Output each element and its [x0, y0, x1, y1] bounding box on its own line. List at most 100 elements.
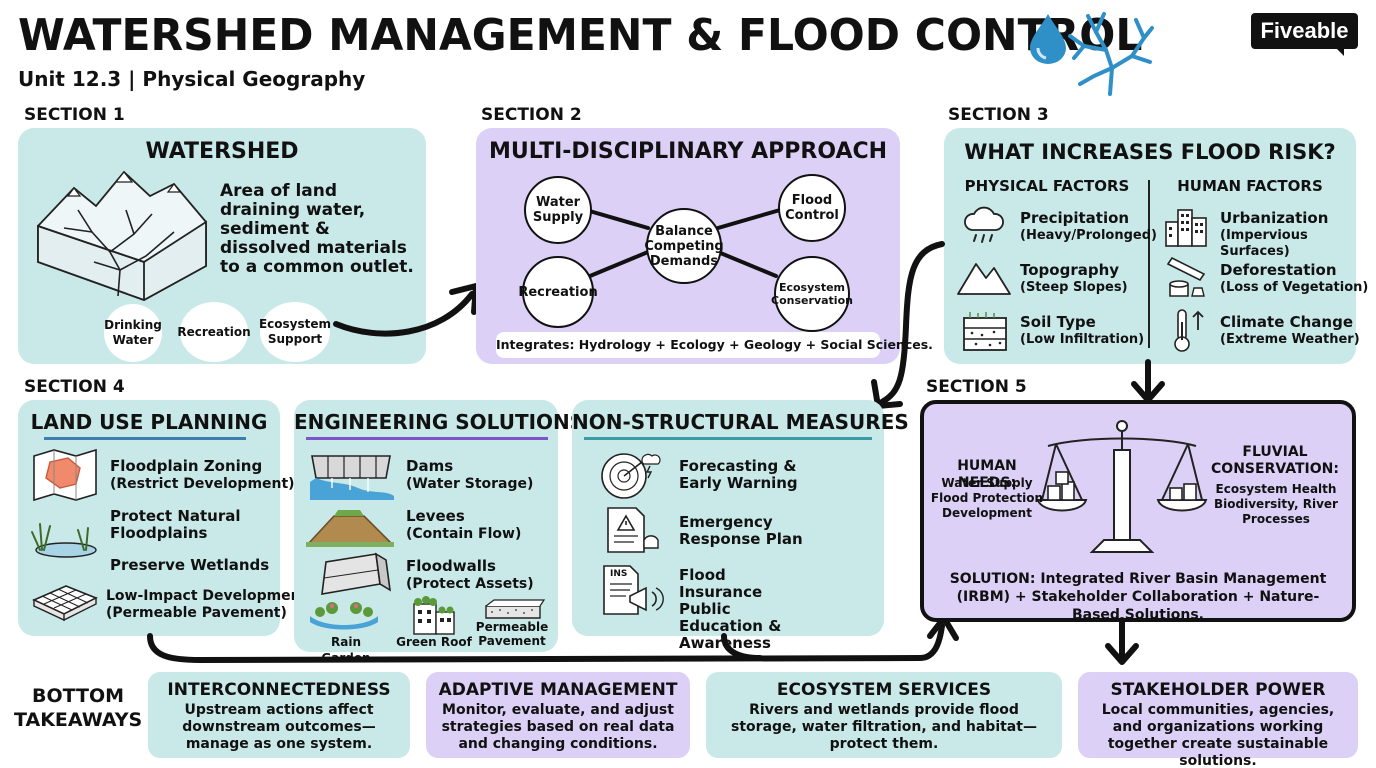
urbanization-sub: (Impervious Surfaces) — [1220, 228, 1308, 259]
human-needs-list: Water Supply Flood Protection Developmen… — [930, 476, 1044, 520]
precipitation-sub: (Heavy/Prolonged) — [1020, 228, 1157, 243]
floodplain-zoning-label: Floodplain Zoning — [110, 457, 263, 475]
urbanization-label: Urbanization — [1220, 209, 1329, 227]
adaptive-body: Monitor, evaluate, and adjust strategies… — [441, 702, 675, 752]
city-buildings-icon — [1165, 209, 1207, 247]
ecosystem-services-title: ECOSYSTEM SERVICES — [776, 680, 992, 700]
section-5-label: SECTION 5 — [926, 377, 1027, 397]
wetland-grass-icon — [31, 523, 97, 558]
balance-panel — [920, 400, 1356, 622]
section-2-label: SECTION 2 — [481, 105, 582, 125]
bottom-takeaways-label: BOTTOM TAKEAWAYS — [14, 685, 143, 731]
human-needs-title: HUMAN NEEDS: — [957, 458, 1017, 491]
land-use-title: LAND USE PLANNING — [30, 410, 268, 434]
levees-sub: (Contain Flow) — [406, 526, 522, 542]
permeable-pavement-small-icon — [485, 599, 546, 619]
flood-risk-panel — [944, 128, 1356, 364]
watershed-title: WATERSHED — [145, 139, 299, 164]
section-1-label: SECTION 1 — [24, 105, 125, 125]
takeaway-ecosystem — [706, 672, 1062, 758]
integrates-banner: Integrates: Hydrology + Ecology + Geolog… — [496, 332, 933, 358]
topography-label: Topography — [1020, 261, 1120, 279]
takeaway-interconnectedness — [148, 672, 410, 758]
arrow-s1-to-s2 — [333, 283, 479, 337]
land-use-underline — [44, 437, 246, 440]
logo-tail — [1334, 46, 1344, 56]
soil-layers-icon — [963, 312, 1007, 351]
multidisciplinary-title: MULTI-DISCIPLINARY APPROACH — [488, 139, 888, 164]
preserve-wetlands-label: Preserve Wetlands — [110, 556, 270, 574]
floodwall-icon — [321, 552, 392, 595]
engineering-title: ENGINEERING SOLUTIONS — [294, 410, 585, 434]
interconnectedness-body: Upstream actions affect downstream outco… — [182, 702, 376, 752]
permeable-pavement-icon — [32, 585, 98, 622]
recreation-node: Recreation — [518, 256, 598, 328]
engineering-underline — [306, 437, 548, 440]
balance-demands-node: Balance Competing Demands — [644, 208, 724, 284]
ins-label: INS — [610, 569, 628, 579]
fluvial-conservation-title: FLUVIAL CONSERVATION: — [1211, 444, 1339, 477]
radar-forecast-icon — [601, 453, 661, 499]
protect-floodplains-label: Protect Natural Floodplains — [110, 507, 241, 542]
soil-type-label: Soil Type — [1020, 313, 1096, 331]
ecosystem-conservation-node: Ecosystem Conservation — [771, 256, 853, 332]
takeaway-stakeholder — [1078, 672, 1358, 758]
low-impact-sub: (Permeable Pavement) — [106, 605, 287, 621]
thermometer-icon — [1174, 309, 1204, 352]
flood-risk-title: WHAT INCREASES FLOOD RISK? — [964, 140, 1336, 164]
floodplain-zoning-sub: (Restrict Development) — [110, 476, 295, 492]
irbm-solution: SOLUTION: Integrated River Basin Managem… — [949, 571, 1327, 623]
forecasting-label: Forecasting & Early Warning — [679, 457, 798, 492]
physical-factors-heading: PHYSICAL FACTORS — [964, 177, 1130, 195]
permeable-pavement-label: Permeable Pavement — [475, 620, 549, 648]
floodwalls-label: Floodwalls — [406, 557, 496, 575]
deforestation-label: Deforestation — [1220, 261, 1337, 279]
emergency-response-label: Emergency Response Plan — [679, 513, 803, 548]
human-factors-heading: HUMAN FACTORS — [1177, 177, 1323, 195]
rain-garden-icon — [310, 602, 378, 630]
green-roof-icon — [413, 596, 455, 635]
floodwalls-sub: (Protect Assets) — [406, 576, 534, 592]
stakeholder-title: STAKEHOLDER POWER — [1110, 680, 1326, 700]
interconnectedness-title: INTERCONNECTEDNESS — [167, 680, 391, 700]
fiveable-logo: Fiveable — [1251, 13, 1358, 49]
green-roof-label: Green Roof — [396, 635, 472, 649]
network-links — [584, 208, 782, 278]
topography-sub: (Steep Slopes) — [1020, 280, 1128, 295]
non-structural-underline — [584, 437, 872, 440]
watershed-definition: Area of land draining water, sediment & … — [220, 181, 414, 277]
adaptive-title: ADAPTIVE MANAGEMENT — [438, 680, 678, 700]
section-4-label: SECTION 4 — [24, 377, 125, 397]
flood-control-node: Flood Control — [778, 174, 846, 242]
recreation-badge: Recreation — [177, 302, 251, 362]
river-network-icon — [1068, 12, 1154, 96]
climate-change-sub: (Extreme Weather) — [1220, 332, 1360, 347]
ecosystem-support-badge: Ecosystem Support — [259, 302, 331, 362]
balance-scale-icon — [1036, 420, 1208, 553]
saw-stump-icon — [1166, 256, 1206, 297]
takeaway-adaptive — [426, 672, 690, 758]
ecosystem-services-body: Rivers and wetlands provide flood storag… — [731, 702, 1037, 752]
zoning-map-icon — [33, 448, 97, 502]
mountain-watershed-icon — [37, 170, 207, 301]
dam-icon — [310, 455, 394, 500]
emergency-plan-icon — [607, 507, 659, 553]
page-subtitle: Unit 12.3 | Physical Geography — [18, 67, 366, 91]
deforestation-sub: (Loss of Vegetation) — [1220, 280, 1369, 295]
low-impact-label: Low-Impact Development — [106, 588, 308, 604]
water-supply-node: Water Supply — [524, 176, 592, 244]
drinking-water-badge: Drinking Water — [104, 304, 162, 362]
section-3-label: SECTION 3 — [948, 105, 1049, 125]
non-structural-title: NON-STRUCTURAL MEASURES — [572, 410, 909, 434]
soil-type-sub: (Low Infiltration) — [1020, 332, 1145, 347]
flood-insurance-label: Flood Insurance Public Education & Aware… — [679, 566, 782, 652]
climate-change-label: Climate Change — [1220, 313, 1354, 331]
page-title: WATERSHED MANAGEMENT & FLOOD CONTROL — [18, 10, 1143, 61]
water-drop-icon — [1030, 14, 1066, 64]
fluvial-conservation-list: Ecosystem Health Biodiversity, River Pro… — [1214, 482, 1338, 526]
factor-divider — [1148, 180, 1150, 348]
arrow-s4-to-s5 — [147, 615, 959, 664]
stakeholder-body: Local communities, agencies, and organiz… — [1101, 702, 1335, 768]
mountain-icon — [957, 263, 1011, 295]
dams-sub: (Water Storage) — [406, 476, 534, 492]
